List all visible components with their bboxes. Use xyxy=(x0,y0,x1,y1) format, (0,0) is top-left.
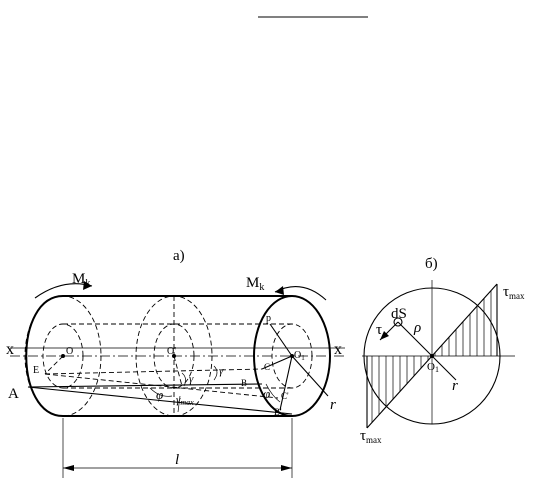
angle-arc-gamma-right xyxy=(213,365,218,381)
tau-arrowhead xyxy=(380,331,389,340)
length-l-label: l xyxy=(175,452,179,468)
angle-arc-phi-right xyxy=(265,383,281,403)
axis-left-label: x xyxy=(6,341,14,358)
angle-gamma-right-label: γ xyxy=(219,365,224,377)
moment-right-label: Mk xyxy=(246,275,264,293)
stress-hatching xyxy=(371,290,492,423)
rho-line xyxy=(397,321,433,357)
radius-r-label: r xyxy=(330,397,336,413)
point-B-label: B xyxy=(241,378,247,388)
generator-AB-prime xyxy=(27,386,293,415)
tau-max-bottom-label: τmax xyxy=(360,428,382,445)
generator-EC-prime xyxy=(44,373,279,399)
angle-phi-mid-label: φ xyxy=(156,387,163,402)
point-E-label: E xyxy=(33,365,39,376)
cross-section-figure xyxy=(362,280,515,429)
moment-left-label: Mk xyxy=(72,271,90,289)
generator-AB xyxy=(27,383,263,388)
tau-max-top-label: τmax xyxy=(503,284,525,301)
mid-radius xyxy=(173,355,183,387)
center-O-prime xyxy=(172,354,176,358)
center-O1-b xyxy=(430,354,434,358)
dS-label: dS xyxy=(391,306,407,322)
radius-p xyxy=(269,323,293,357)
point-B-prime-label: B' xyxy=(274,407,282,417)
point-O1-label: O1 xyxy=(294,350,305,362)
panel-label-a: а) xyxy=(173,248,185,264)
angle-gamma-mid-label: γ xyxy=(189,373,194,385)
radius-r xyxy=(291,355,329,397)
center-O xyxy=(61,354,65,358)
angle-arc-gamma-mid xyxy=(181,372,186,387)
radius-B-prime xyxy=(279,355,293,411)
radius-r-label-b: r xyxy=(452,378,458,394)
tau-label: τ xyxy=(376,322,382,338)
angle-gamma-max-label: γmax xyxy=(176,394,194,407)
center-O1 xyxy=(290,354,294,358)
point-C-prime-label: C' xyxy=(281,391,289,401)
point-O-prime-label: O' xyxy=(167,346,176,357)
angle-phi-right-label: φ xyxy=(263,386,270,401)
point-O-label: O xyxy=(66,346,73,357)
point-p-label: p xyxy=(266,313,271,324)
moment-arrow-left xyxy=(83,281,92,290)
radius-line-b xyxy=(431,355,457,381)
point-A-label: A xyxy=(8,386,19,402)
gamma-max-pointer xyxy=(177,395,181,413)
point-C-label: C xyxy=(264,362,270,372)
dim-arrow-right xyxy=(281,465,292,471)
dim-arrow-left xyxy=(63,465,74,471)
moment-arrow-right xyxy=(275,286,284,295)
panel-label-b: б) xyxy=(425,256,438,272)
shaft-figure xyxy=(10,281,345,478)
rho-label: ρ xyxy=(413,320,421,336)
angle-arc-phi-mid xyxy=(149,387,173,397)
left-radius-E xyxy=(44,355,64,375)
dS-element xyxy=(393,317,403,327)
generator-EC xyxy=(44,368,263,375)
radius-C xyxy=(261,355,293,370)
axis-right-label: x xyxy=(334,341,342,358)
center-O1-label-b: O1 xyxy=(427,361,439,374)
